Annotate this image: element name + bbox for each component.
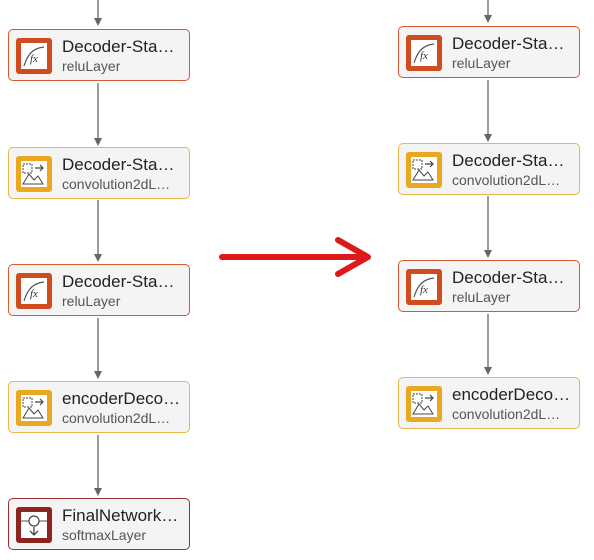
relu-icon: fx: [406, 35, 442, 71]
layer-type: reluLayer: [452, 55, 511, 71]
layer-name: Decoder-Stage…: [62, 155, 183, 174]
convolution-icon: [406, 386, 442, 422]
convolution-icon: [406, 152, 442, 188]
layer-name: Decoder-Stage…: [452, 151, 573, 170]
layer-name: FinalNetworkS…: [62, 506, 183, 525]
layer-node[interactable]: fx Decoder-Stage… reluLayer: [398, 260, 580, 312]
convolution-icon: [16, 156, 52, 192]
softmax-icon: [16, 507, 52, 543]
svg-text:fx: fx: [420, 284, 428, 296]
layer-name: Decoder-Stage…: [452, 268, 573, 287]
svg-text:fx: fx: [30, 288, 38, 300]
layer-type: convolution2dL…: [452, 406, 561, 422]
layer-node[interactable]: encoderDecod… convolution2dL…: [8, 381, 190, 433]
layer-node[interactable]: Decoder-Stage… convolution2dL…: [8, 147, 190, 199]
layer-type: reluLayer: [62, 58, 121, 74]
layer-name: Decoder-Stage…: [62, 272, 183, 291]
svg-text:fx: fx: [30, 53, 38, 65]
layer-name: encoderDecod…: [62, 389, 183, 408]
layer-node[interactable]: Decoder-Stage… convolution2dL…: [398, 143, 580, 195]
relu-icon: fx: [16, 273, 52, 309]
layer-node[interactable]: encoderDecod… convolution2dL…: [398, 377, 580, 429]
convolution-icon: [16, 390, 52, 426]
layer-type: convolution2dL…: [62, 176, 171, 192]
layer-name: encoderDecod…: [452, 385, 573, 404]
layer-node[interactable]: fx Decoder-Stage… reluLayer: [8, 264, 190, 316]
layer-name: Decoder-Stage…: [452, 34, 573, 53]
layer-type: convolution2dL…: [452, 172, 561, 188]
layer-type: softmaxLayer: [62, 527, 147, 543]
layer-node[interactable]: fx Decoder-Stage… reluLayer: [8, 29, 190, 81]
layer-type: convolution2dL…: [62, 410, 171, 426]
svg-text:fx: fx: [420, 50, 428, 62]
relu-icon: fx: [16, 38, 52, 74]
layer-type: reluLayer: [62, 293, 121, 309]
transform-arrow-icon: [219, 237, 371, 277]
layer-node[interactable]: FinalNetworkS… softmaxLayer: [8, 498, 190, 550]
relu-icon: fx: [406, 269, 442, 305]
layer-type: reluLayer: [452, 289, 511, 305]
layer-name: Decoder-Stage…: [62, 37, 183, 56]
layer-node[interactable]: fx Decoder-Stage… reluLayer: [398, 26, 580, 78]
